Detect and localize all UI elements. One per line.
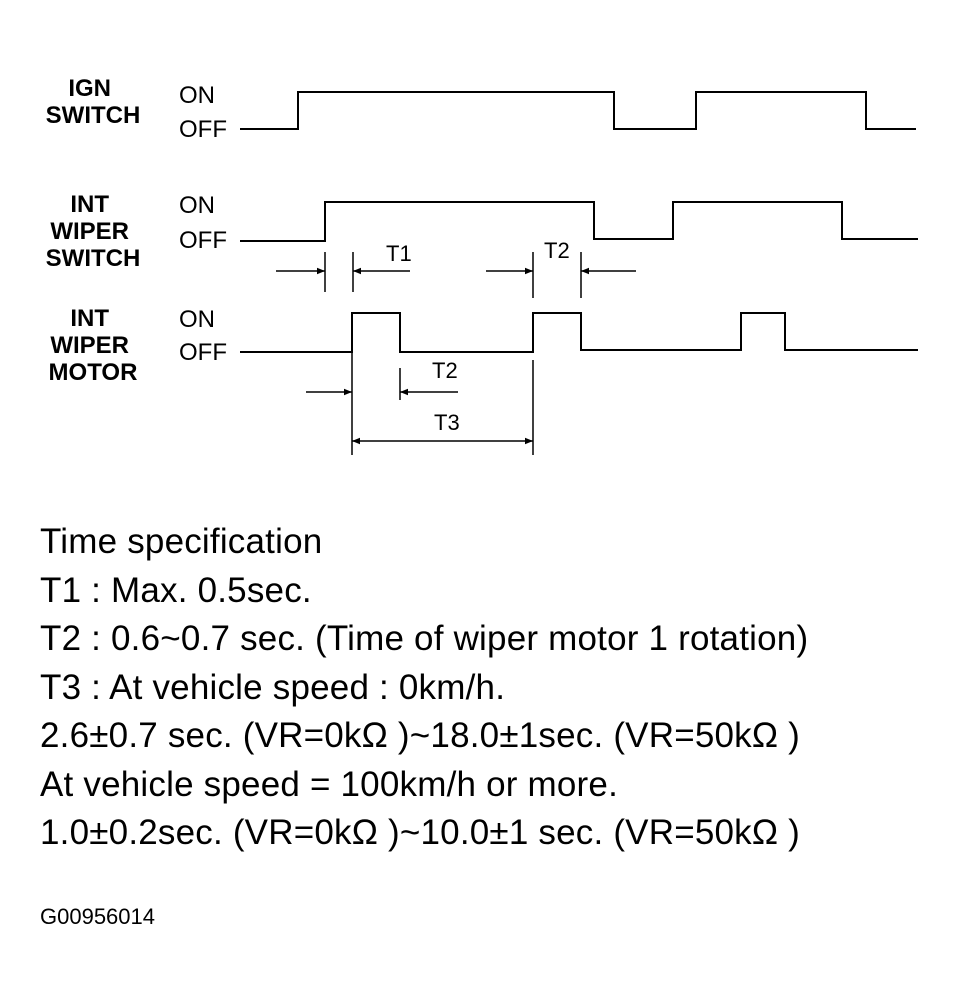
figure-id: G00956014 [40,904,155,929]
time-specification: Time specification T1 : Max. 0.5sec. T2 … [40,518,808,858]
wiper-motor-off-label: OFF [179,339,227,366]
ign-label-line-2: SWITCH [46,102,141,129]
wiper-switch-off-label: OFF [179,227,227,254]
wiper-switch-label-line-1: INT [70,191,109,218]
wiper-switch-label-line-3: SWITCH [46,245,141,272]
int-wiper-motor-label: INT WIPER MOTOR [49,305,138,386]
spec-line-t3-range-100kmh: 1.0±0.2sec. (VR=0kΩ )~10.0±1 sec. (VR=50… [40,813,801,852]
t1-label: T1 [386,241,412,266]
spec-line-t3-range-0kmh: 2.6±0.7 sec. (VR=0kΩ )~18.0±1sec. (VR=50… [40,716,801,755]
t3-dimension [352,360,534,455]
t2-switch-dimension [486,252,636,298]
timing-diagram: IGN SWITCH INT WIPER SWITCH INT WIPER MO… [46,75,918,455]
wiper-motor-on-label: ON [179,306,215,333]
spec-line-100kmh: At vehicle speed = 100km/h or more. [40,764,618,804]
wiper-switch-label-line-2: WIPER [50,218,129,245]
t1-dimension [276,252,410,292]
ign-off-label: OFF [179,116,227,143]
wiper-motor-label-line-3: MOTOR [49,359,138,386]
spec-title: Time specification [40,522,323,561]
t2-motor-label: T2 [432,358,458,383]
wiper-motor-label-line-1: INT [70,305,109,332]
ign-switch-label: IGN SWITCH [46,75,141,129]
spec-line-t2: T2 : 0.6~0.7 sec. (Time of wiper motor 1… [40,619,809,658]
spec-line-t3: T3 : At vehicle speed : 0km/h. [40,667,506,707]
int-wiper-switch-label: INT WIPER SWITCH [46,191,141,272]
int-wiper-switch-waveform [240,201,918,242]
ign-label-line-1: IGN [68,75,111,102]
t2-switch-label: T2 [544,238,570,263]
wiper-switch-on-label: ON [179,192,215,219]
ign-on-label: ON [179,82,215,109]
spec-line-t1: T1 : Max. 0.5sec. [40,570,312,610]
ign-switch-waveform [240,91,916,130]
int-wiper-motor-waveform [240,312,918,353]
t3-label: T3 [434,410,460,435]
wiper-motor-label-line-2: WIPER [50,332,129,359]
